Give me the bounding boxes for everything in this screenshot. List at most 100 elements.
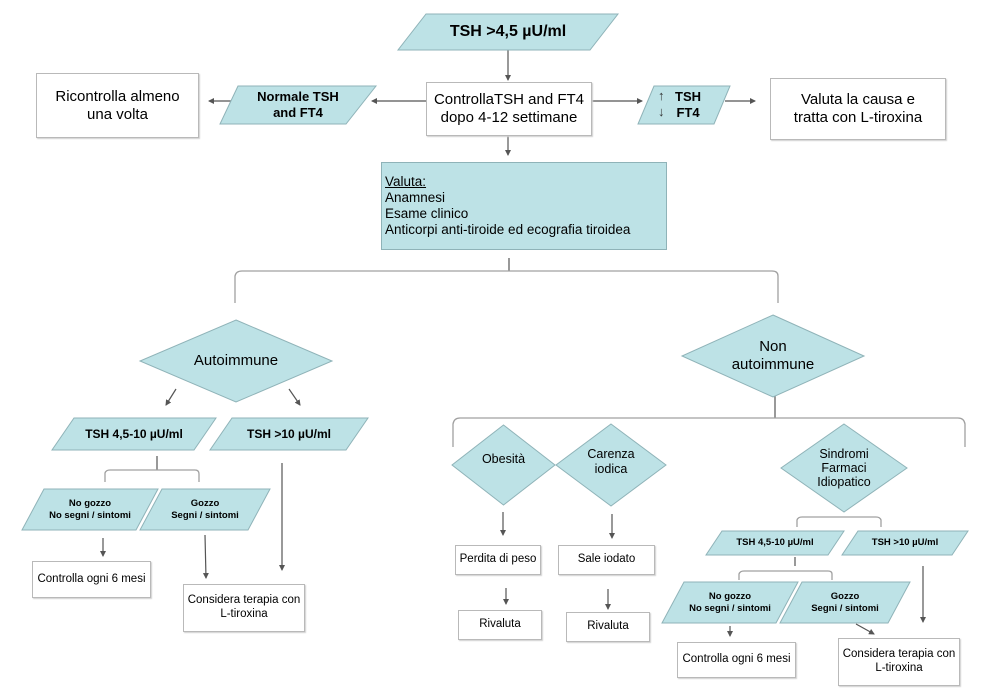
auto-monitor-box[interactable]: Controlla ogni 6 mesi	[32, 561, 151, 598]
recheck-box[interactable]: Ricontrolla almeno una volta	[36, 73, 199, 138]
syndromes-decision[interactable]: Sindromi Farmaci Idiopatico	[780, 423, 908, 513]
bracket-syndromes	[796, 516, 882, 527]
start-tsh-node[interactable]: TSH >4,5 µU/ml	[396, 13, 620, 51]
cause-line-1: Valuta la causa e	[801, 91, 915, 108]
normal-tsh-node[interactable]: Normale TSH and FT4	[219, 85, 378, 125]
recheck-line-1: Ricontrolla almeno	[55, 87, 180, 105]
syndromes-line-3: Idiopatico	[817, 475, 871, 489]
evaluate-item: Anticorpi anti-tiroide ed ecografia tiro…	[385, 222, 631, 237]
diamond-shape	[680, 314, 866, 398]
weight-loss-label: Perdita di peso	[459, 553, 537, 566]
evaluate-item: Anamnesi	[385, 190, 446, 205]
auto-therapy-line-2: L-tiroxina	[220, 608, 268, 620]
weight-loss-box[interactable]: Perdita di peso	[455, 545, 541, 575]
nonauto-goiter-line-2: Segni / sintomi	[811, 602, 879, 614]
evaluate-box[interactable]: Valuta: Anamnesi Esame clinico Anticorpi…	[381, 162, 667, 250]
auto-no-goiter-line-2: No segni / sintomi	[49, 509, 131, 521]
nonauto-no-goiter-line-1: No gozzo	[708, 591, 752, 603]
cause-line-2: tratta con L-tiroxina	[793, 109, 923, 126]
parallelogram-shape	[841, 530, 969, 556]
auto-tsh-high-label: TSH >10 µU/ml	[247, 426, 331, 441]
diamond-shape	[451, 424, 556, 506]
recheck-line-2: una volta	[87, 105, 148, 123]
bracket-main	[234, 270, 779, 303]
parallelogram-shape	[661, 581, 799, 624]
nonauto-tsh-high-label: TSH >10 µU/ml	[871, 537, 939, 549]
nonauto-no-goiter-line-2: No segni / sintomi	[689, 602, 771, 614]
iodine-deficiency-decision[interactable]: Carenza iodica	[555, 423, 667, 507]
nonauto-goiter-node[interactable]: Gozzo Segni / sintomi	[779, 581, 911, 624]
auto-no-goiter-node[interactable]: No gozzo No segni / sintomi	[21, 488, 159, 531]
non-auto-line-2: autoimmune	[731, 356, 815, 373]
auto-goiter-line-2: Segni / sintomi	[171, 509, 239, 521]
parallelogram-shape	[396, 13, 620, 51]
start-tsh-label: TSH >4,5 µU/ml	[449, 23, 567, 41]
auto-tsh-mid-label: TSH 4,5-10 µU/ml	[85, 426, 183, 441]
iodized-salt-label: Sale iodato	[577, 553, 636, 566]
auto-tsh-high-node[interactable]: TSH >10 µU/ml	[209, 417, 369, 451]
auto-goiter-line-1: Gozzo	[190, 498, 220, 510]
auto-monitor-label: Controlla ogni 6 mesi	[37, 572, 146, 585]
arrow-down-icon: ↓	[658, 104, 665, 119]
reassess-label-2: Rivaluta	[587, 620, 629, 633]
parallelogram-shape	[779, 581, 911, 624]
syndromes-line-2: Farmaci	[821, 461, 867, 475]
nonauto-monitor-label: Controlla ogni 6 mesi	[682, 653, 791, 666]
nonauto-tsh-mid-label: TSH 4,5-10 µU/ml	[736, 537, 814, 549]
parallelogram-shape	[705, 530, 845, 556]
nonauto-therapy-box[interactable]: Considera terapia con L-tiroxina	[838, 638, 960, 686]
evaluate-item: Esame clinico	[385, 206, 469, 221]
auto-therapy-box[interactable]: Considera terapia con L-tiroxina	[183, 584, 305, 632]
auto-no-goiter-line-1: No gozzo	[68, 498, 112, 510]
autoimmune-label: Autoimmune	[193, 352, 279, 369]
nonauto-therapy-line-1: Considera terapia con	[842, 648, 956, 661]
nonauto-monitor-box[interactable]: Controlla ogni 6 mesi	[677, 642, 796, 678]
abnormal-line-1: TSH	[675, 89, 701, 105]
parallelogram-shape	[209, 417, 369, 451]
abnormal-line-2: FT4	[676, 105, 700, 120]
evaluate-title: Valuta:	[385, 174, 427, 189]
nonauto-no-goiter-node[interactable]: No gozzo No segni / sintomi	[661, 581, 799, 624]
control-line-2: dopo 4-12 settimane	[440, 109, 578, 126]
control-line-1: ControllaTSH and FT4	[433, 91, 585, 108]
auto-goiter-node[interactable]: Gozzo Segni / sintomi	[139, 488, 271, 531]
parallelogram-shape	[51, 417, 217, 451]
arrow-nonauto-goiter	[855, 623, 875, 635]
normal-line-2: and FT4	[273, 105, 323, 120]
bracket-nonauto-mid	[738, 570, 833, 580]
obesity-label: Obesità	[481, 451, 526, 466]
reassess-box-2[interactable]: Rivaluta	[566, 612, 650, 642]
reassess-box-1[interactable]: Rivaluta	[458, 610, 542, 640]
parallelogram-shape	[139, 488, 271, 531]
arrow-goiter-to-therapy	[202, 534, 209, 579]
control-box[interactable]: ControllaTSH and FT4 dopo 4-12 settimane	[426, 82, 592, 136]
bracket-auto-mid	[104, 469, 200, 482]
iodized-salt-box[interactable]: Sale iodato	[558, 545, 655, 575]
nonauto-therapy-line-2: L-tiroxina	[875, 662, 923, 674]
diamond-shape	[138, 319, 334, 403]
diamond-shape	[780, 423, 908, 513]
nonauto-tsh-high-node[interactable]: TSH >10 µU/ml	[841, 530, 969, 556]
cause-box[interactable]: Valuta la causa e tratta con L-tiroxina	[770, 78, 946, 140]
nonauto-tsh-mid-node[interactable]: TSH 4,5-10 µU/ml	[705, 530, 845, 556]
syndromes-line-1: Sindromi	[819, 447, 869, 461]
parallelogram-shape	[219, 85, 378, 125]
iodine-line-2: iodica	[594, 462, 628, 476]
bracket-non-auto	[452, 417, 966, 447]
arrow-auto-right	[288, 388, 301, 406]
parallelogram-shape	[637, 85, 731, 125]
autoimmune-decision[interactable]: Autoimmune	[138, 319, 334, 403]
reassess-label-1: Rivaluta	[479, 618, 521, 631]
abnormal-tsh-node[interactable]: ↑ ↓ TSH FT4	[637, 85, 731, 125]
normal-line-1: Normale TSH	[257, 89, 339, 105]
iodine-line-1: Carenza	[587, 447, 635, 461]
auto-therapy-line-1: Considera terapia con	[187, 594, 301, 607]
non-auto-line-1: Non	[759, 338, 787, 355]
auto-tsh-mid-node[interactable]: TSH 4,5-10 µU/ml	[51, 417, 217, 451]
non-autoimmune-decision[interactable]: Non autoimmune	[680, 314, 866, 398]
parallelogram-shape	[21, 488, 159, 531]
diamond-shape	[555, 423, 667, 507]
obesity-decision[interactable]: Obesità	[451, 424, 556, 506]
arrow-up-icon: ↑	[658, 88, 665, 103]
